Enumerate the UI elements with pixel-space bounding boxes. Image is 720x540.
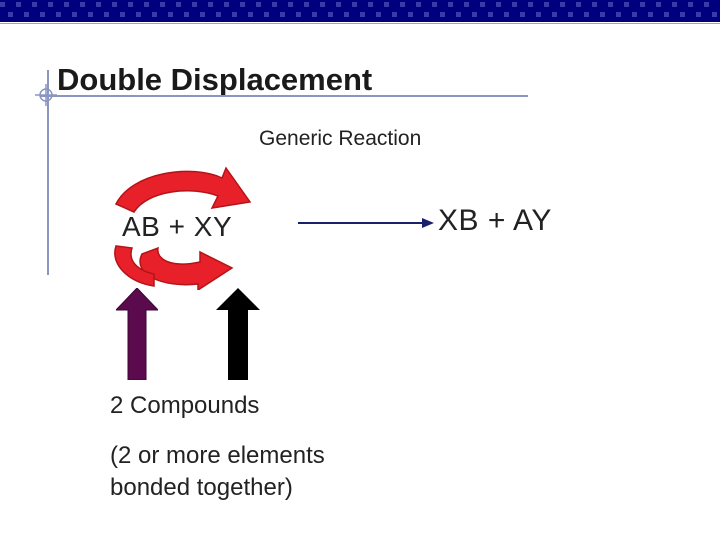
compounds-note: (2 or more elements bonded together): [110, 440, 325, 504]
note-line: (2 or more elements: [110, 442, 325, 469]
left-vertical-rule: [47, 70, 49, 275]
circular-swap-arrows-icon: [114, 166, 252, 290]
right-arrow-icon: [298, 218, 434, 228]
compounds-label: 2 Compounds: [110, 392, 260, 419]
crosshair-icon: [35, 84, 57, 106]
slide-title: Double Displacement: [57, 62, 373, 97]
title-underline: [40, 95, 528, 97]
reactants-text: AB + XY: [122, 211, 233, 242]
note-line: bonded together): [110, 474, 293, 501]
up-arrow-icon: [216, 288, 260, 380]
top-bar-underline: [0, 23, 720, 24]
reaction-subtitle: Generic Reaction: [259, 127, 422, 150]
products-text: XB + AY: [438, 204, 552, 237]
up-arrow-icon: [116, 288, 158, 380]
top-decorative-bar: [0, 0, 720, 22]
